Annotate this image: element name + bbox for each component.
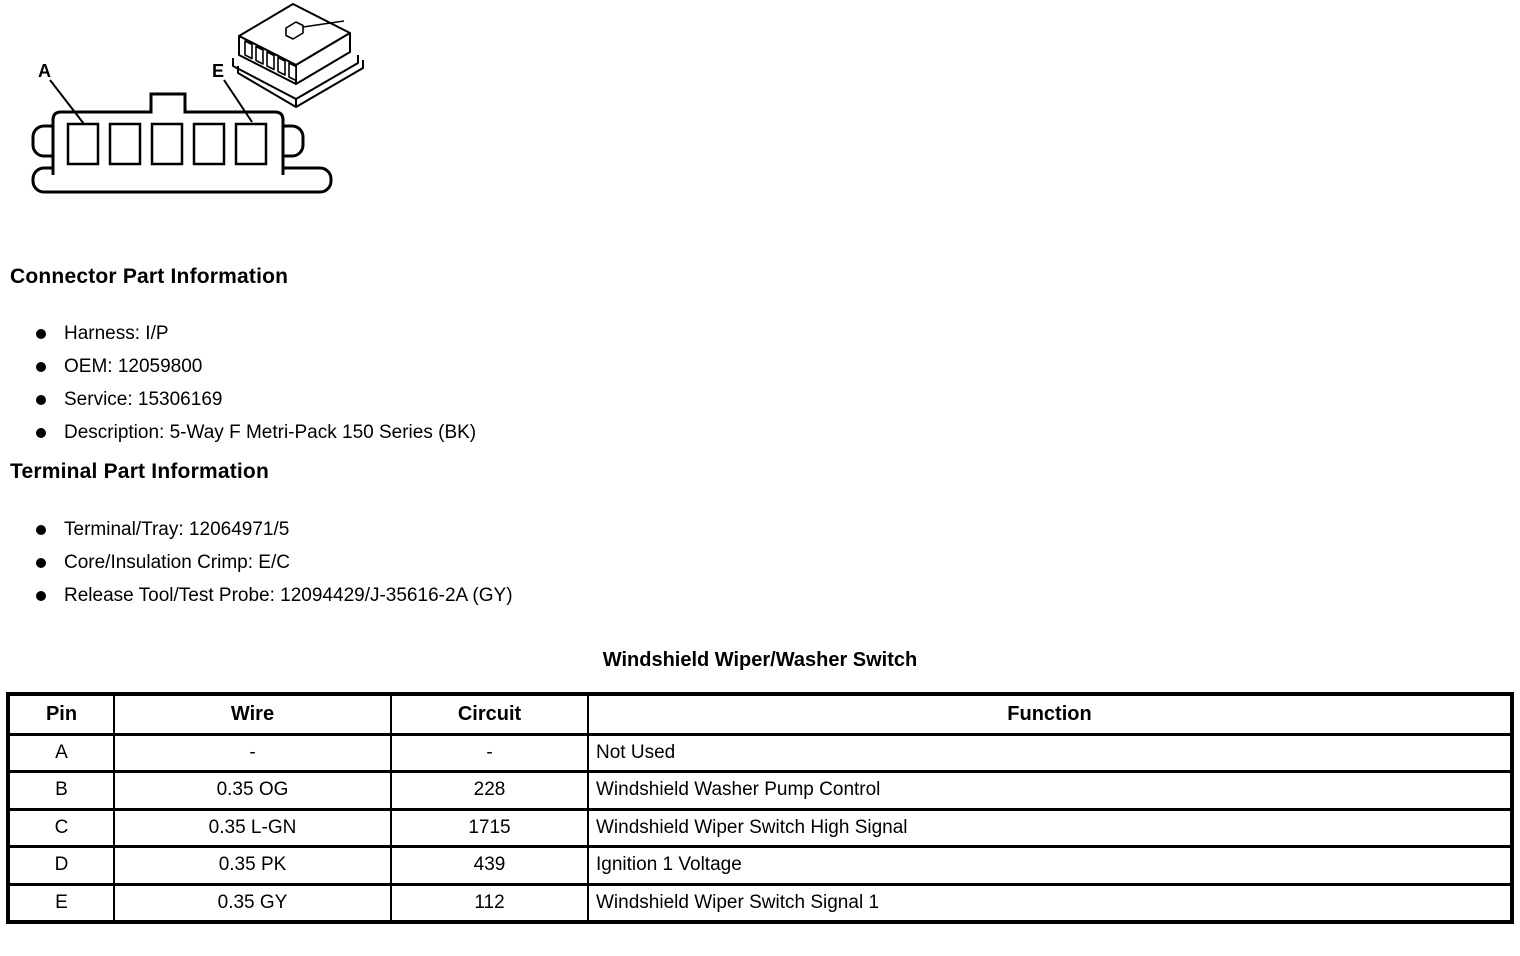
terminal-info-item-text: Terminal/Tray: 12064971/5: [64, 519, 290, 540]
terminal-info-list: Terminal/Tray: 12064971/5 Core/Insulatio…: [34, 513, 513, 612]
table-row-pin-a: A - - Not Used: [7, 732, 1513, 773]
terminal-slots: [244, 40, 297, 82]
cell-wire: -: [113, 732, 392, 773]
cell-pin: E: [7, 882, 115, 923]
cell-wire: 0.35 OG: [113, 770, 392, 811]
pinout-table: Pin Wire Circuit Function A - - Not Used…: [6, 692, 1514, 924]
cell-wire: 0.35 GY: [113, 882, 392, 923]
pin-e-label: E: [212, 61, 224, 81]
cell-pin: D: [7, 845, 115, 886]
col-header-function: Function: [587, 692, 1513, 736]
cell-pin: B: [7, 770, 115, 811]
cell-pin: A: [7, 732, 115, 773]
cell-circuit: 1715: [390, 807, 589, 848]
cell-function: Ignition 1 Voltage: [587, 845, 1513, 886]
table-row-pin-d: D 0.35 PK 439 Ignition 1 Voltage: [7, 845, 1513, 886]
terminal-info-item: Terminal/Tray: 12064971/5: [34, 513, 513, 546]
terminal-info-item: Release Tool/Test Probe: 12094429/J-3561…: [34, 579, 513, 612]
connector-info-item-text: Harness: I/P: [64, 323, 169, 344]
cell-pin: C: [7, 807, 115, 848]
connector-info-item-text: Description: 5-Way F Metri-Pack 150 Seri…: [64, 422, 477, 443]
terminal-info-item-text: Core/Insulation Crimp: E/C: [64, 552, 290, 573]
connector-info-item: Service: 15306169: [34, 383, 476, 416]
table-header-row: Pin Wire Circuit Function: [7, 692, 1513, 736]
pin-a-leader-line: [49, 79, 85, 125]
connector-diagram-svg: A E: [31, 3, 364, 194]
cell-function: Not Used: [587, 732, 1513, 773]
cell-function: Windshield Washer Pump Control: [587, 770, 1513, 811]
connector-info-item: OEM: 12059800: [34, 350, 476, 383]
terminal-info-item-text: Release Tool/Test Probe: 12094429/J-3561…: [64, 585, 513, 606]
cell-function: Windshield Wiper Switch Signal 1: [587, 882, 1513, 923]
table-row-pin-b: B 0.35 OG 228 Windshield Washer Pump Con…: [7, 770, 1513, 811]
cell-circuit: 228: [390, 770, 589, 811]
col-header-wire: Wire: [113, 692, 392, 736]
pin-cavity-a: [66, 122, 100, 166]
connector-info-list: Harness: I/P OEM: 12059800 Service: 1530…: [34, 317, 476, 449]
cell-circuit: 112: [390, 882, 589, 923]
table-row-pin-c: C 0.35 L-GN 1715 Windshield Wiper Switch…: [7, 807, 1513, 848]
pin-cavities: [66, 122, 268, 166]
pinout-table-title: Windshield Wiper/Washer Switch: [602, 649, 918, 671]
pin-cavity-d: [192, 122, 226, 166]
cell-function: Windshield Wiper Switch High Signal: [587, 807, 1513, 848]
connector-front-view: A E: [31, 61, 333, 194]
col-header-pin: Pin: [7, 692, 115, 736]
table-row-pin-e: E 0.35 GY 112 Windshield Wiper Switch Si…: [7, 882, 1513, 923]
cell-wire: 0.35 PK: [113, 845, 392, 886]
cell-circuit: -: [390, 732, 589, 773]
connector-part-info-heading: Connector Part Information: [10, 265, 289, 288]
pin-e-leader-line: [223, 79, 253, 123]
col-header-circuit: Circuit: [390, 692, 589, 736]
connector-diagram: A E: [0, 0, 400, 235]
cell-circuit: 439: [390, 845, 589, 886]
connector-latch: [285, 20, 345, 40]
pin-cavity-b: [108, 122, 142, 166]
connector-info-item-text: Service: 15306169: [64, 389, 223, 410]
cell-wire: 0.35 L-GN: [113, 807, 392, 848]
pin-cavity-c: [150, 122, 184, 166]
connector-3d-view: [232, 3, 364, 108]
connector-info-item: Description: 5-Way F Metri-Pack 150 Seri…: [34, 416, 476, 449]
pin-a-label: A: [38, 61, 51, 81]
connector-info-item-text: OEM: 12059800: [64, 356, 203, 377]
terminal-part-info-heading: Terminal Part Information: [10, 460, 269, 483]
terminal-info-item: Core/Insulation Crimp: E/C: [34, 546, 513, 579]
connector-info-item: Harness: I/P: [34, 317, 476, 350]
pin-cavity-e: [234, 122, 268, 166]
